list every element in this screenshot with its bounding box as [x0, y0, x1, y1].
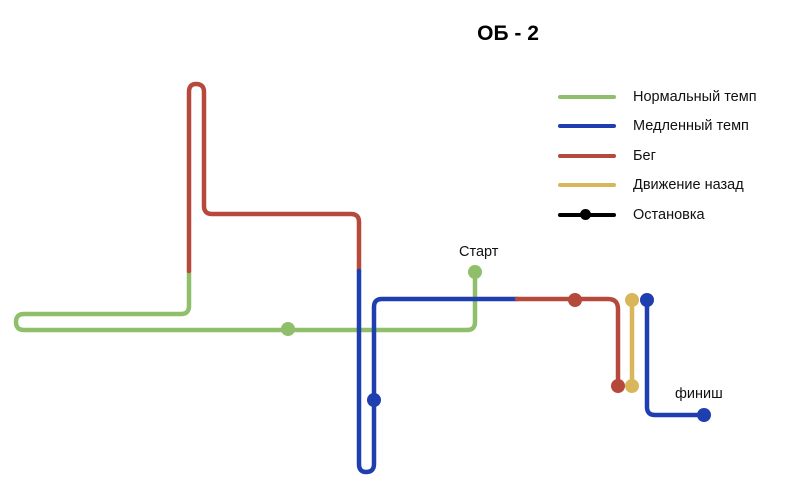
route-slow-segment [356, 268, 520, 475]
back-top-point [625, 293, 639, 307]
legend-item-normal: Нормальный темп [558, 82, 757, 112]
finish-point [697, 408, 711, 422]
legend-label-run: Бег [633, 147, 656, 164]
back-bottom-point [625, 379, 639, 393]
legend-swatch-normal [558, 94, 616, 99]
legend-label-normal: Нормальный темп [633, 88, 757, 105]
route-slow-segment-2 [644, 297, 707, 418]
legend-item-slow: Медленный темп [558, 112, 757, 142]
legend-label-back: Движение назад [633, 177, 744, 194]
legend-item-back: Движение назад [558, 171, 757, 201]
legend-label-slow: Медленный темп [633, 118, 749, 135]
slow-midpoint [367, 393, 381, 407]
finish-label: финиш [675, 386, 723, 402]
route-run-segment [186, 81, 362, 274]
diagram-title: ОБ - 2 [477, 22, 539, 45]
legend: Нормальный темп Медленный темп Бег Движе… [558, 82, 757, 230]
normal-midpoint [281, 322, 295, 336]
run-endpoint [611, 379, 625, 393]
legend-swatch-stop [558, 208, 616, 220]
legend-item-stop: Остановка [558, 200, 757, 230]
slow-top-point [640, 293, 654, 307]
legend-stop-dot [580, 208, 591, 220]
legend-swatch-run [558, 153, 616, 158]
run-midpoint [568, 293, 582, 307]
route-run-segment-2 [514, 296, 621, 388]
start-point [468, 265, 482, 279]
legend-swatch-back [558, 183, 616, 188]
legend-label-stop: Остановка [633, 206, 705, 223]
legend-item-run: Бег [558, 141, 757, 171]
route-normal-segment [13, 268, 478, 333]
start-label: Старт [459, 244, 499, 260]
legend-swatch-slow [558, 124, 616, 129]
